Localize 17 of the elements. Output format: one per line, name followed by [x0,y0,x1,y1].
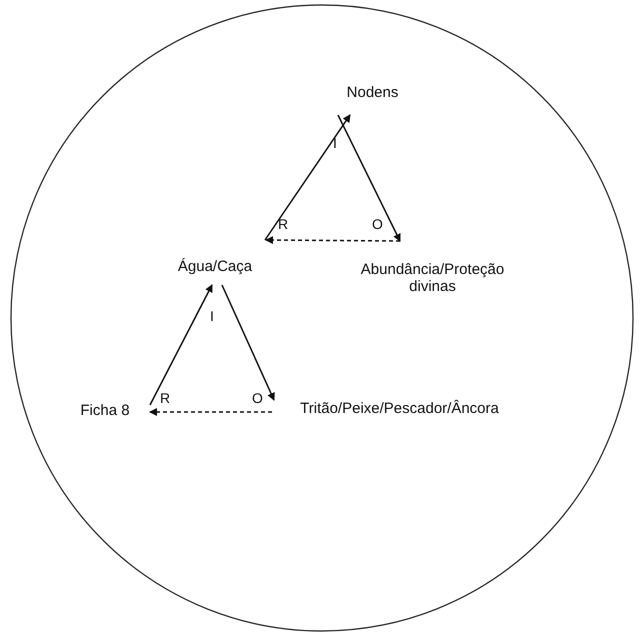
dashed-arrow [149,408,272,416]
letter-label: O [252,390,263,406]
arrow [337,114,401,242]
concept-label: Água/Caça [160,240,270,285]
letter-label: I [333,135,337,151]
concept-label: Abundância/Proteção divinas [340,241,525,311]
letter-label: R [160,390,170,406]
concept-label: Nodens [335,84,410,115]
arrow [221,284,275,401]
concept-label: Ficha 8 [60,402,150,424]
concept-label: Tritão/Peixe/Pescador/Âncora [272,400,527,424]
letter-label: O [372,216,383,232]
arrow [149,284,213,406]
arrow [264,114,351,240]
letter-label: I [210,308,214,324]
letter-label: R [278,216,288,232]
dashed-arrow [265,236,400,244]
